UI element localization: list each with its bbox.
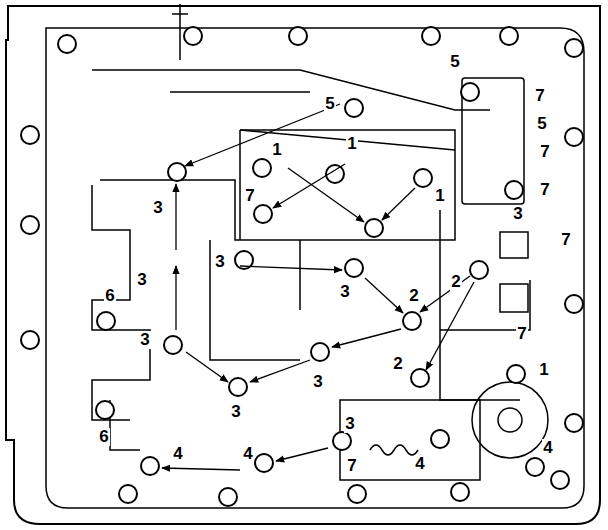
callout-number: 7: [539, 143, 550, 161]
callout-number: 1: [434, 187, 445, 205]
callout-number: 5: [449, 53, 460, 71]
sequence-arrows: [162, 104, 474, 470]
callout-number: 3: [214, 253, 225, 271]
housing-outline: [6, 6, 600, 524]
callout-number: 1: [538, 361, 549, 379]
callout-number: 4: [242, 445, 253, 463]
callout-number: 7: [534, 87, 545, 105]
callout-number: 1: [346, 135, 357, 153]
callout-number: 3: [312, 373, 323, 391]
callout-number: 3: [152, 199, 163, 217]
callout-number: 4: [172, 445, 183, 463]
callout-number: 5: [324, 95, 335, 113]
callout-number: 7: [539, 181, 550, 199]
callout-number: 3: [512, 205, 523, 223]
callout-number: 2: [408, 287, 419, 305]
callout-number: 1: [271, 141, 282, 159]
callout-number: 7: [560, 231, 571, 249]
valve-parts: [92, 4, 548, 480]
callout-number: 2: [392, 355, 403, 373]
callout-number: 2: [450, 273, 461, 291]
callout-number: 7: [244, 187, 255, 205]
callout-number: 6: [104, 287, 115, 305]
bolt-symbols: [21, 27, 583, 506]
callout-number: 3: [344, 415, 355, 433]
callout-number: 4: [542, 439, 553, 457]
callout-number: 3: [136, 271, 147, 289]
callout-number: 3: [339, 283, 350, 301]
callout-number: 3: [139, 331, 150, 349]
callout-number: 7: [516, 325, 527, 343]
callout-number: 7: [346, 457, 357, 475]
callout-number: 3: [230, 403, 241, 421]
callout-number: 5: [536, 115, 547, 133]
callout-number: 4: [414, 455, 425, 473]
callout-number: 6: [98, 428, 109, 446]
